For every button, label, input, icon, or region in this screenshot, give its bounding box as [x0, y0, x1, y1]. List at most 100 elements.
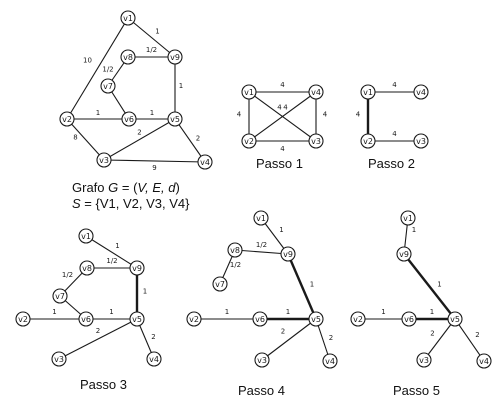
passo3-node-v6: [78, 311, 94, 327]
passo2-node-label-v3: v3: [416, 137, 426, 146]
passo1-edge-weight-v4-v2: 4: [283, 104, 288, 112]
passo5-node-label-v2: v2: [353, 315, 363, 324]
passo3-node-label-v5: v5: [132, 315, 142, 324]
passo3-edge-v5-v3: [58, 318, 138, 360]
grafo-node-v3: [96, 152, 112, 168]
grafo-edge-weight-v2-v6: 1: [96, 109, 100, 117]
passo4-edge-weight-v8-v9: 1/2: [256, 241, 267, 249]
passo4-node-label-v4: v4: [325, 357, 335, 366]
passo-4-caption: Passo 4: [238, 383, 285, 398]
passo4-node-label-v2: v2: [189, 315, 199, 324]
passo2-node-v4: [413, 84, 429, 100]
passo3-node-label-v2: v2: [18, 315, 28, 324]
passo4-node-v2: [186, 311, 202, 327]
passo3-node-label-v4: v4: [149, 355, 159, 364]
passo3-edge-v1-v9: [85, 235, 138, 269]
grafo-edge-weight-v6-v5: 1: [150, 109, 154, 117]
passo4-node-v1: [253, 210, 269, 226]
grafo-edge-v2-v3: [66, 118, 105, 161]
passo-2-caption: Passo 2: [368, 156, 415, 171]
passo3-node-v2: [15, 311, 31, 327]
passo1-node-v4: [308, 84, 324, 100]
passo2-node-label-v2: v2: [363, 137, 373, 146]
passo4-node-label-v1: v1: [256, 214, 266, 223]
passo3-node-v9: [129, 260, 145, 276]
passo5-edge-weight-v2-v6: 1: [381, 308, 385, 316]
passo1-node-label-v2: v2: [244, 137, 254, 146]
passo5-node-label-v6: v6: [404, 315, 414, 324]
passo4-edge-v9-v5: [286, 253, 318, 320]
grafo-node-label-v7: v7: [103, 82, 113, 91]
passo5-edge-v5-v3: [423, 318, 456, 361]
grafo-edge-weight-v9-v5: 1: [179, 82, 183, 90]
passo3-node-v4: [146, 351, 162, 367]
passo5-node-label-v9: v9: [399, 250, 409, 259]
passo3-edge-weight-v6-v5: 1: [109, 308, 113, 316]
grafo-edge-weight-v3-v4: 9: [152, 164, 156, 172]
passo-5-caption: Passo 5: [393, 383, 440, 398]
grafo-node-label-v2: v2: [62, 115, 72, 124]
passo3-node-v7: [52, 288, 68, 304]
grafo-node-label-v4: v4: [200, 158, 210, 167]
grafo-node-v9: [167, 49, 183, 65]
passo1-node-label-v4: v4: [311, 88, 321, 97]
passo2-node-v1: [360, 84, 376, 100]
grafo-node-label-v5: v5: [170, 115, 180, 124]
passo3-edge-weight-v9-v5: 1: [143, 288, 147, 296]
passo4-node-label-v8: v8: [230, 246, 240, 255]
passo4-edge-weight-v2-v6: 1: [225, 308, 229, 316]
passo5-edge-v5-v4: [454, 318, 485, 362]
grafo-edge-weight-v2-v3: 8: [73, 134, 77, 142]
grafo-node-v5: [167, 111, 183, 127]
passo3-edge-weight-v5-v3: 2: [96, 327, 100, 335]
passo4-node-v8: [227, 242, 243, 258]
passo-3-caption: Passo 3: [80, 377, 127, 392]
passo2-node-label-v4: v4: [416, 88, 426, 97]
passo4-node-v6: [252, 311, 268, 327]
passo4-node-v3: [254, 352, 270, 368]
passo4-edge-weight-v1-v9: 1: [279, 226, 283, 234]
passo3-node-label-v3: v3: [54, 355, 64, 364]
passo4-edge-weight-v5-v3: 2: [281, 328, 285, 336]
grafo-node-v4: [197, 154, 213, 170]
passo4-edge-weight-v8-v7: 1/2: [230, 261, 241, 269]
grafo-node-v1: [120, 10, 136, 26]
passo5-node-v4: [476, 353, 492, 369]
passo4-node-v7: [212, 276, 228, 292]
passo-1-caption: Passo 1: [256, 156, 303, 171]
passo1-edge-weight-v4-v3: 4: [323, 111, 328, 119]
passo3-node-v1: [78, 228, 94, 244]
passo4-node-v5: [308, 311, 324, 327]
passo4-edge-weight-v5-v4: 2: [329, 334, 333, 342]
passo3-edge-weight-v1-v9: 1: [115, 242, 119, 250]
passo2-edge-weight-v1-v4: 4: [392, 81, 397, 89]
passo2-node-v2: [360, 133, 376, 149]
passo3-node-label-v1: v1: [81, 232, 91, 241]
grafo-node-label-v3: v3: [99, 156, 109, 165]
grafo-edge-v1-v2: [66, 17, 129, 120]
passo1-edge-weight-v1-v2: 4: [237, 111, 242, 119]
passo1-node-v1: [241, 84, 257, 100]
grafo-edge-v5-v3: [103, 118, 176, 161]
passo4-edge-weight-v6-v5: 1: [286, 308, 290, 316]
grafo-node-v8: [120, 49, 136, 65]
passo3-node-v5: [129, 311, 145, 327]
passo4-node-label-v7: v7: [215, 280, 225, 289]
passo2-node-v3: [413, 133, 429, 149]
grafo-edge-weight-v8-v7: 1/2: [102, 66, 113, 74]
passo1-edge-weight-v1-v4: 4: [280, 81, 285, 89]
passo4-node-label-v5: v5: [311, 315, 321, 324]
passo3-node-label-v8: v8: [82, 264, 92, 273]
passo3-node-label-v6: v6: [81, 315, 91, 324]
passo1-node-v3: [308, 133, 324, 149]
passo5-node-label-v4: v4: [479, 357, 489, 366]
passo3-edge-weight-v8-v9: 1/2: [106, 257, 117, 265]
grafo-node-label-v9: v9: [170, 53, 180, 62]
passo5-edge-v9-v5: [403, 253, 456, 320]
passo1-node-label-v1: v1: [244, 88, 254, 97]
passo5-node-label-v5: v5: [450, 315, 460, 324]
grafo-edge-weight-v1-v2: 10: [83, 57, 92, 65]
passo1-edge-v4-v2: [248, 91, 317, 142]
